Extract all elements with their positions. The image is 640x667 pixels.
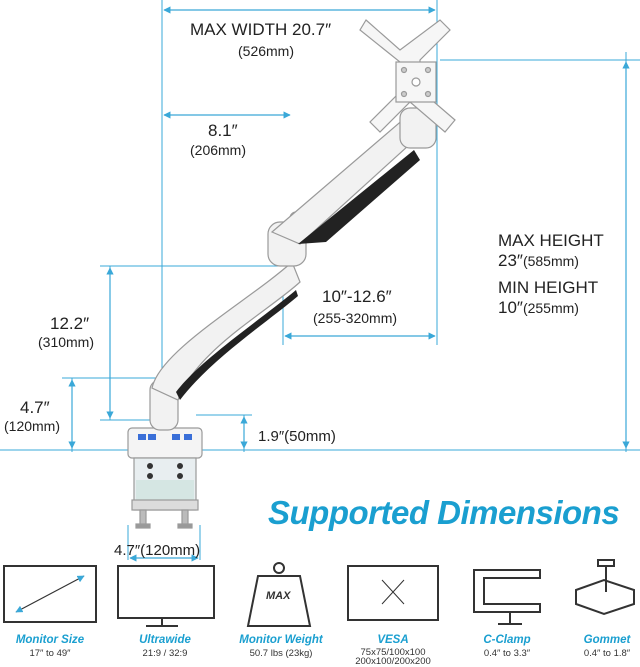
base-height-mm: (120mm) [4, 418, 61, 434]
extension-mm: (255-320mm) [313, 310, 398, 326]
clamp-width-label: 4.7″(120mm) [114, 542, 201, 559]
feature-title-monitor-size: Monitor Size [15, 634, 85, 646]
feature-sub-vesa-2: 200x100/200x200 [355, 656, 431, 667]
feature-title-monitor-weight: Monitor Weight [239, 634, 323, 646]
feature-sub-monitor-weight: 50.7 lbs (23kg) [249, 648, 313, 659]
max-height-value: 23″(585mm) [498, 251, 579, 270]
c-clamp-icon [473, 569, 541, 625]
dimension-arrows [68, 6, 630, 562]
weight-badge: MAX [266, 590, 291, 602]
min-height-value: 10″(255mm) [498, 298, 579, 317]
feature-title-ultrawide: Ultrawide [139, 634, 191, 646]
clamp-offset-label: 1.9″(50mm) [258, 428, 336, 445]
max-height-title: MAX HEIGHT [498, 231, 604, 250]
feature-sub-c-clamp: 0.4″ to 3.3″ [483, 648, 531, 659]
feature-title-vesa: VESA [377, 634, 409, 646]
max-width-mm: (526mm) [238, 43, 295, 59]
pole-height-mm: (310mm) [38, 334, 95, 350]
feature-sub-monitor-size: 17″ to 49″ [29, 648, 71, 659]
grommet-icon [575, 559, 635, 616]
weight-icon [246, 562, 312, 627]
vesa-icon [347, 565, 439, 621]
arm-reach-label: 8.1″ [208, 121, 238, 140]
feature-sub-vesa-1: 75x75/100x100 [360, 647, 426, 658]
feature-title-gommet: Gommet [583, 634, 631, 646]
extension-label: 10″-12.6″ [322, 287, 392, 306]
feature-sub-gommet: 0.4″ to 1.8″ [583, 648, 631, 659]
pole-height-label: 12.2″ [50, 314, 90, 333]
ultrawide-icon [117, 565, 215, 627]
monitor-arm-illustration [127, 19, 456, 529]
min-height-title: MIN HEIGHT [498, 278, 599, 297]
base-height-label: 4.7″ [20, 398, 50, 417]
feature-title-c-clamp: C-Clamp [483, 634, 531, 646]
monitor-icon [3, 565, 97, 623]
feature-sub-ultrawide: 21:9 / 32:9 [142, 648, 188, 659]
section-heading: Supported Dimensions [268, 494, 620, 531]
arm-reach-mm: (206mm) [190, 142, 247, 158]
max-width-label: MAX WIDTH 20.7″ [190, 20, 332, 39]
